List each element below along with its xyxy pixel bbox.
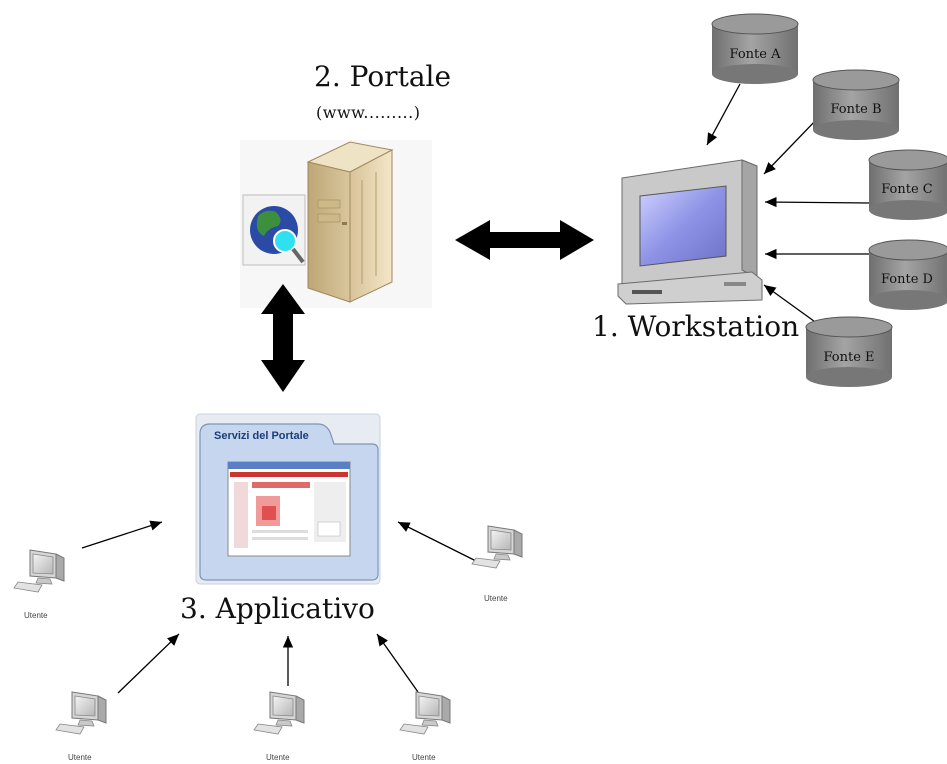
application-panel: Servizi del Portale	[195, 413, 381, 585]
desktop-computer-icon	[617, 159, 763, 305]
source-e-database-icon: Fonte E	[805, 316, 893, 387]
application-title: 3. Applicativo	[180, 592, 375, 625]
source-d-database-icon: Fonte D	[868, 239, 947, 310]
portal-title: 2. Portale	[314, 60, 452, 93]
portal-workstation-arrow	[455, 220, 594, 260]
source-a-label: Fonte A	[730, 47, 782, 62]
portal-screenshot-thumbnail	[227, 461, 351, 557]
source-b-database-icon: Fonte B	[812, 69, 900, 140]
source-arrows	[706, 83, 871, 325]
source-c-label: Fonte C	[881, 182, 933, 197]
user-label: Utente	[24, 611, 48, 620]
user-computer-icon: Utente	[253, 691, 305, 762]
user-computer-icon: Utente	[399, 691, 451, 762]
user-label: Utente	[484, 594, 508, 603]
user-computer-icon: Utente	[471, 525, 523, 603]
user-arrows	[81, 520, 477, 694]
user-computer-icon: Utente	[55, 691, 107, 762]
source-d-label: Fonte D	[881, 272, 933, 287]
user-label: Utente	[68, 753, 92, 762]
globe-search-icon	[242, 194, 306, 266]
source-e-label: Fonte E	[823, 350, 874, 365]
source-a-database-icon: Fonte A	[711, 13, 799, 84]
portal-url: (www.........)	[316, 103, 421, 122]
source-c-database-icon: Fonte C	[868, 149, 947, 220]
user-label: Utente	[412, 753, 436, 762]
application-panel-title: Servizi del Portale	[214, 430, 309, 442]
user-label: Utente	[266, 753, 290, 762]
portal-application-arrow	[261, 284, 305, 392]
user-computer-icon: Utente	[13, 549, 65, 620]
workstation-title: 1. Workstation	[592, 310, 800, 343]
source-b-label: Fonte B	[830, 102, 881, 117]
